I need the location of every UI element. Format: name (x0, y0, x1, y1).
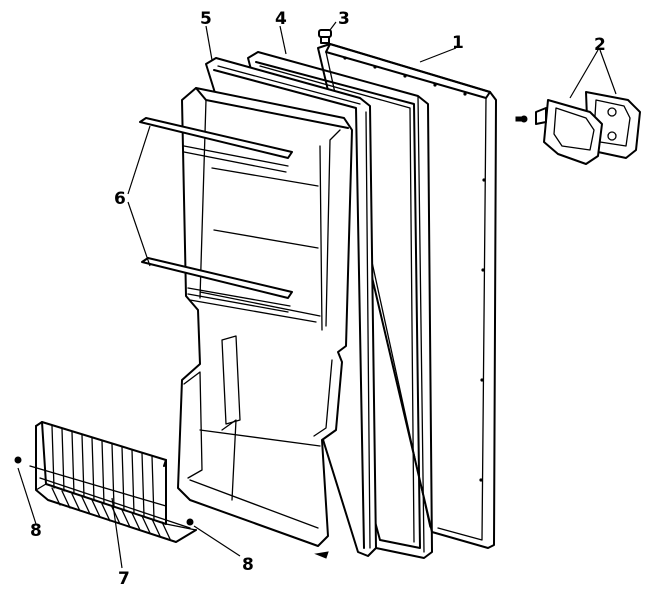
callout-3: 3 (338, 9, 350, 29)
callout-7: 7 (118, 569, 130, 589)
callout-8-left: 8 (30, 521, 42, 541)
basket-screw-right (186, 518, 194, 526)
callout-6: 6 (114, 189, 126, 209)
basket-screw-left (14, 456, 22, 464)
bracket-screw-icon (515, 115, 528, 123)
callout-5: 5 (200, 9, 212, 29)
callout-4: 4 (275, 9, 287, 29)
callout-2: 2 (594, 35, 606, 55)
door-handle-brackets (515, 91, 641, 165)
wire-basket (29, 421, 197, 543)
leader-lines (17, 21, 617, 569)
door-shelf-bars (139, 117, 293, 313)
bottom-screw (314, 551, 329, 559)
callout-1: 1 (452, 33, 464, 53)
callout-8-right: 8 (242, 555, 254, 575)
inner-door-liner (177, 87, 353, 547)
door-stop-part (318, 29, 332, 44)
door-gasket (247, 51, 433, 559)
